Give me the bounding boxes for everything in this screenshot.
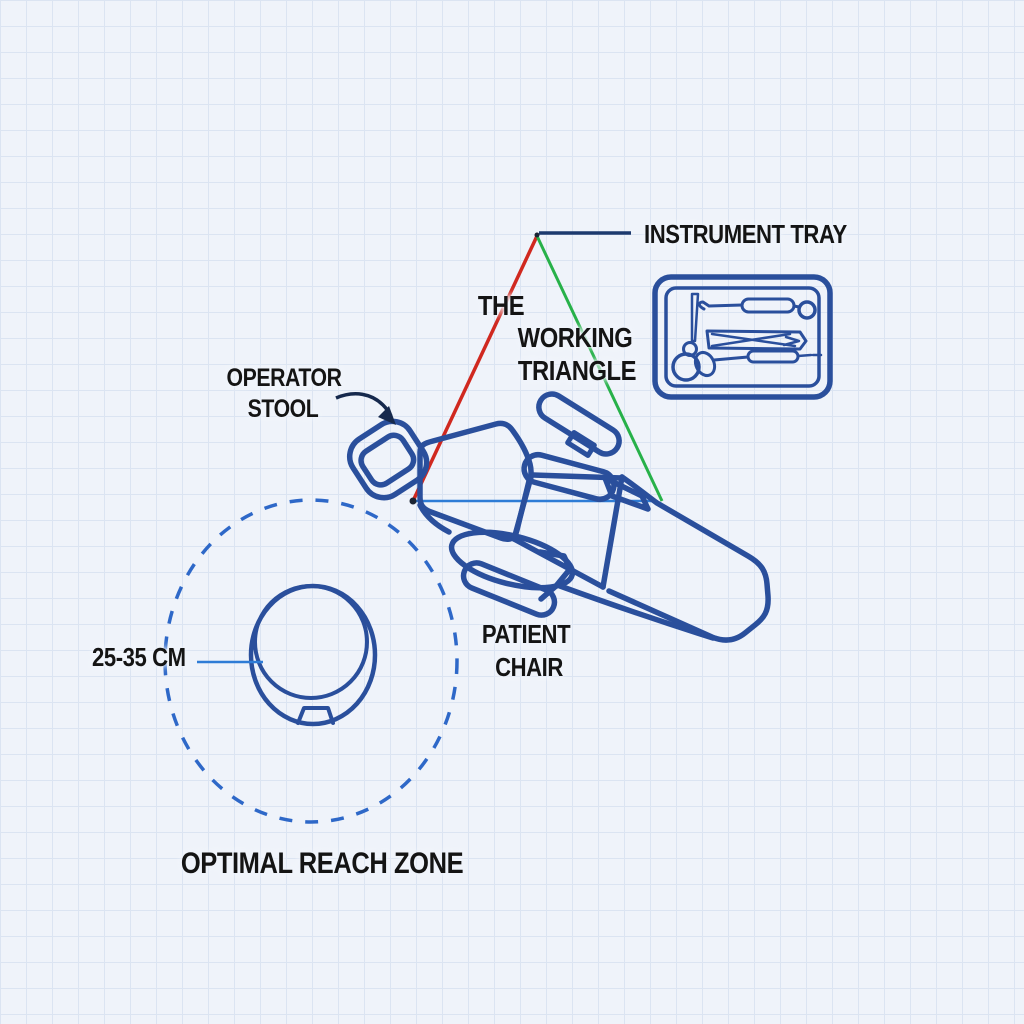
operator-stool-top-view bbox=[248, 583, 378, 727]
patient-chair-label-line1: PATIENT bbox=[481, 619, 571, 649]
tray-outer-border bbox=[652, 274, 833, 400]
seat-cushion bbox=[448, 529, 576, 591]
title-line-working: WORKING bbox=[517, 322, 633, 353]
applicator-tool-icon bbox=[671, 292, 701, 382]
tray-inner-border bbox=[664, 286, 821, 388]
leg-rest bbox=[606, 474, 771, 643]
backrest-lower-join bbox=[417, 502, 452, 535]
arm-mount bbox=[602, 475, 651, 512]
triangle-apex-dot bbox=[534, 232, 540, 238]
chisel-tool-icon bbox=[705, 329, 808, 351]
delivery-arm-link bbox=[565, 430, 597, 458]
triangle-green-edge bbox=[535, 235, 664, 502]
patient-chair-label-line2: CHAIR bbox=[495, 652, 563, 682]
title-line-triangle: TRIANGLE bbox=[517, 355, 637, 386]
operator-stool-arrow bbox=[335, 392, 396, 425]
seat-seams bbox=[511, 472, 625, 590]
instrument-tray-icon bbox=[652, 274, 833, 400]
armrest-bar bbox=[460, 560, 558, 618]
instrument-tray-label: INSTRUMENT TRAY bbox=[644, 219, 847, 249]
headrest bbox=[346, 418, 430, 501]
reach-distance-label: 25-35 CM bbox=[92, 642, 186, 672]
triangle-red-edge bbox=[411, 235, 539, 502]
title-line-the: THE bbox=[477, 290, 525, 321]
arm-pad bbox=[521, 451, 617, 503]
mouth-mirror-tool-icon bbox=[693, 349, 823, 378]
explorer-tool-icon bbox=[697, 297, 817, 320]
triangle-left-vertex-dot bbox=[409, 497, 417, 505]
optimal-reach-zone-circle bbox=[163, 498, 459, 824]
operator-stool-label-line2: STOOL bbox=[247, 395, 319, 423]
arrowhead-icon bbox=[378, 406, 396, 425]
working-triangle-lines bbox=[409, 232, 664, 505]
patient-chair-drawing bbox=[346, 391, 771, 643]
operator-stool-label-line1: OPERATOR bbox=[226, 364, 342, 392]
chair-bottom-edge bbox=[557, 583, 716, 641]
optimal-reach-zone-label: OPTIMAL REACH ZONE bbox=[180, 847, 464, 880]
